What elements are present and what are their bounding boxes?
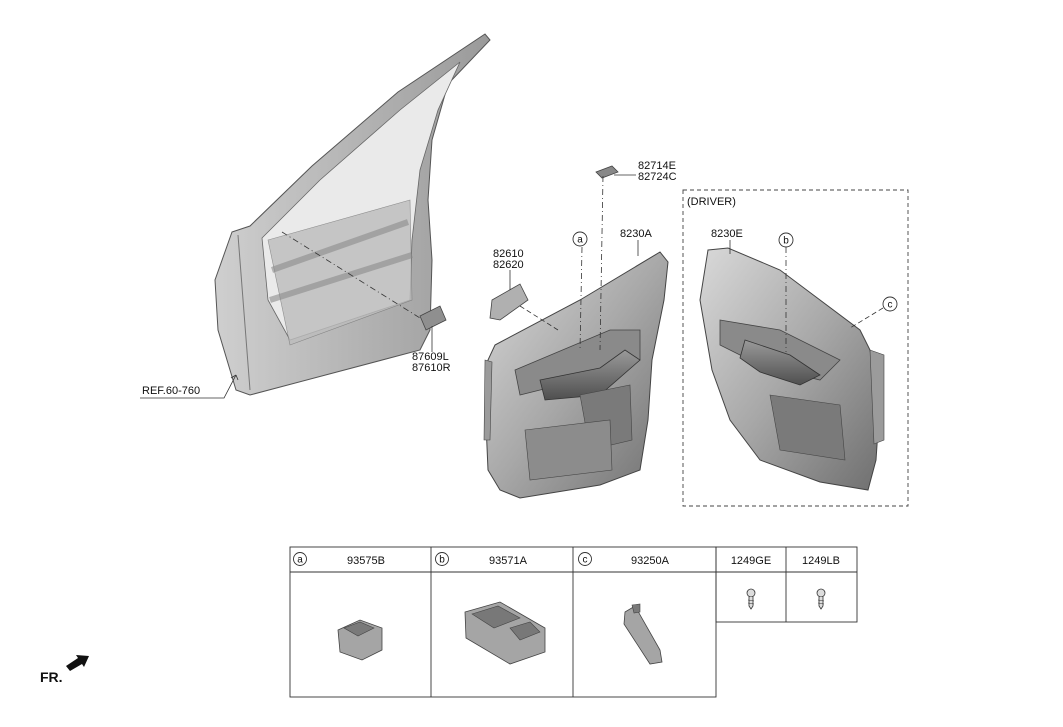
label-82610: 82610 [493,248,524,260]
label-driver: (DRIVER) [687,196,736,208]
label-8230a: 8230A [620,228,652,240]
callout-c-letter: c [888,300,893,311]
table-a-letter: a [297,555,303,566]
table-1249ge-part: 1249GE [731,555,771,567]
callout-b-circle [778,232,794,248]
fr-label: FR. [40,669,63,685]
table-b-letter: b [439,555,445,566]
switch-93250a-drawing [623,603,663,665]
callout-a-circle [572,231,588,247]
part-87609-drawing [419,305,447,331]
screw-1249lb-drawing [816,588,826,610]
table-c-letter: c [583,555,588,566]
table-1249lb-part: 1249LB [802,555,840,567]
ref-label: REF.60-760 [142,385,200,397]
switch-93575b-drawing [337,619,383,661]
table-a-part: 93575B [347,555,385,567]
callout-a-letter: a [577,235,583,246]
table-b-part: 93571A [489,555,528,567]
screw-1249ge-drawing [746,588,756,610]
table-b-circle [435,552,449,566]
part-82714-drawing [595,165,619,179]
label-87610r: 87610R [412,362,451,374]
table-c-part: 93250A [631,555,670,567]
table-c-circle [578,552,592,566]
label-82714e: 82714E [638,160,676,172]
switch-93571a-drawing [464,601,546,665]
leader-lines [140,174,884,399]
door-trim-panel-left [483,251,669,499]
door-trim-panel-driver [699,247,885,491]
label-82724c: 82724C [638,171,677,183]
door-frame-drawing [214,33,491,396]
parts-table [289,546,858,698]
label-82620: 82620 [493,259,524,271]
callout-b-letter: b [783,236,789,247]
part-82610-drawing [489,283,529,321]
fr-arrow-icon [66,655,89,671]
label-8230e: 8230E [711,228,743,240]
table-a-circle [293,552,307,566]
driver-box [682,189,909,507]
callout-c-circle [882,296,898,312]
label-87609l: 87609L [412,351,449,363]
